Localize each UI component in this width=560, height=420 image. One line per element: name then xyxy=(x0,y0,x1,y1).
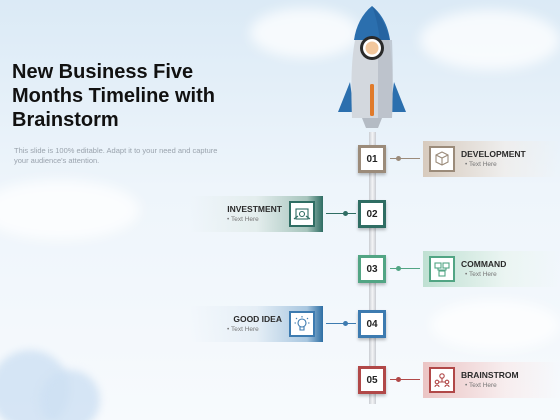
step-text: Text Here xyxy=(227,326,259,333)
brainstorm-people-icon xyxy=(434,373,450,388)
connector-dot xyxy=(343,211,348,216)
step-card-good-idea: GOOD IDEA Text Here xyxy=(190,306,323,342)
step-connector xyxy=(326,323,356,324)
step-number-02: 02 xyxy=(358,200,386,228)
icon-box xyxy=(289,311,315,337)
development-cube-icon xyxy=(435,151,449,166)
step-number-05: 05 xyxy=(358,366,386,394)
step-number-03: 03 xyxy=(358,255,386,283)
step-card-command: COMMAND Text Here xyxy=(423,251,560,287)
connector-dot xyxy=(396,266,401,271)
step-number-04: 04 xyxy=(358,310,386,338)
step-text: Text Here xyxy=(465,271,497,278)
connector-dot xyxy=(396,156,401,161)
connector-dot xyxy=(396,377,401,382)
step-text: Text Here xyxy=(465,161,497,168)
icon-box xyxy=(429,146,455,172)
step-number-01: 01 xyxy=(358,145,386,173)
background-cloud xyxy=(250,8,360,58)
step-connector xyxy=(390,158,420,159)
icon-box xyxy=(289,201,315,227)
step-heading: DEVELOPMENT xyxy=(461,149,526,159)
step-card-development: DEVELOPMENT Text Here xyxy=(423,141,560,177)
idea-bulb-icon xyxy=(294,316,310,331)
command-network-icon xyxy=(434,262,450,277)
step-card-brainstorm: BRAINSTROM Text Here xyxy=(423,362,560,398)
background-cloud xyxy=(0,180,140,240)
step-text: Text Here xyxy=(465,382,497,389)
step-heading: GOOD IDEA xyxy=(233,314,282,324)
step-heading: BRAINSTROM xyxy=(461,370,519,380)
icon-box xyxy=(429,256,455,282)
background-cloud xyxy=(40,370,100,420)
step-text: Text Here xyxy=(227,216,259,223)
step-heading: INVESTMENT xyxy=(227,204,282,214)
step-connector xyxy=(390,268,420,269)
step-connector xyxy=(326,213,356,214)
connector-dot xyxy=(343,321,348,326)
step-heading: COMMAND xyxy=(461,259,507,269)
background-cloud xyxy=(420,10,560,70)
slide-title: New Business Five Months Timeline with B… xyxy=(12,61,215,131)
step-card-investment: INVESTMENT Text Here xyxy=(190,196,323,232)
step-connector xyxy=(390,379,420,380)
icon-box xyxy=(429,367,455,393)
investment-money-icon xyxy=(293,208,311,220)
background-cloud xyxy=(430,300,560,350)
slide-subtitle: This slide is 100% editable. Adapt it to… xyxy=(14,146,218,165)
rocket-icon xyxy=(338,6,406,128)
